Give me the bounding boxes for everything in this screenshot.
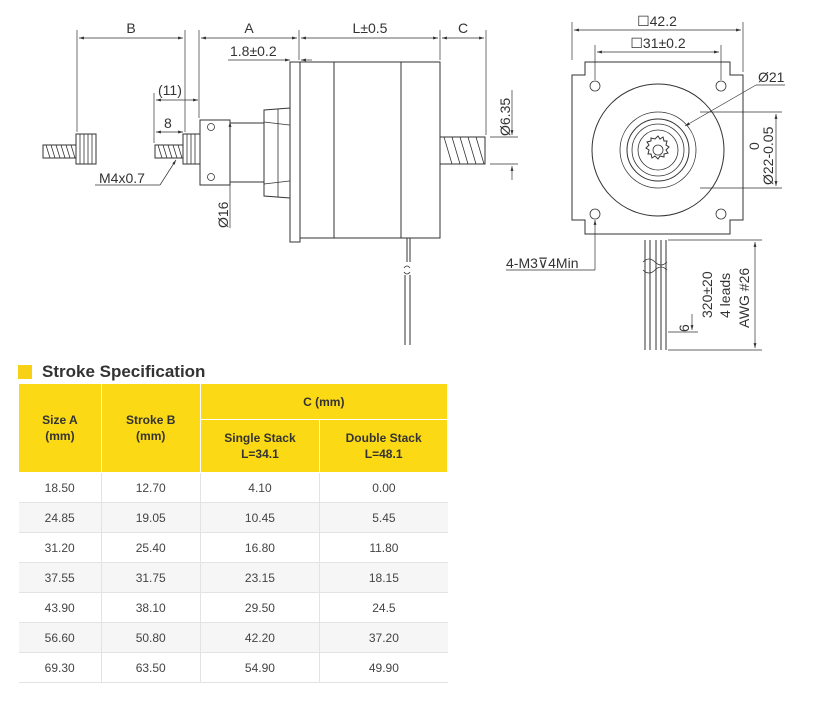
label-c: C — [458, 20, 468, 36]
mount-hole — [715, 208, 727, 220]
motor-body — [299, 61, 441, 239]
cell-double-stack: 5.45 — [319, 502, 448, 533]
label-l: L±0.5 — [353, 20, 388, 36]
cell-single-stack: 23.15 — [199, 562, 320, 593]
label-6-35: Ø6.35 — [497, 98, 513, 136]
section-title: Stroke Specification — [18, 361, 205, 383]
header-stroke-b: Stroke B(mm) — [100, 383, 201, 473]
cell-size-a: 18.50 — [18, 472, 102, 503]
header-c: C (mm) — [199, 383, 449, 420]
cell-stroke-b: 50.80 — [100, 622, 201, 653]
label-11: (11) — [158, 82, 182, 98]
cell-size-a: 24.85 — [18, 502, 102, 533]
label-m4: M4x0.7 — [99, 170, 145, 186]
label-awg: AWG #26 — [736, 268, 752, 328]
label-42-2: ☐42.2 — [637, 13, 677, 29]
cell-size-a: 31.20 — [18, 532, 102, 563]
label-0: 0 — [746, 142, 762, 150]
cell-double-stack: 11.80 — [319, 532, 448, 563]
mounted-screw — [154, 133, 202, 165]
stroke-spec-table: Size A(mm) Stroke B(mm) C (mm) Single St… — [18, 383, 449, 683]
title-marker-icon — [18, 365, 32, 379]
label-320: 320±20 — [699, 271, 715, 318]
mount-hole — [589, 208, 601, 220]
front-view: ☐42.2 ☐31±0.2 Ø21 Ø22-0.05 0 4-M3⊽4Min 3… — [506, 13, 785, 351]
flange — [571, 61, 744, 235]
label-a: A — [244, 20, 254, 36]
coupling — [199, 119, 231, 186]
cell-size-a: 56.60 — [18, 622, 102, 653]
label-21: Ø21 — [758, 69, 785, 85]
cell-single-stack: 16.80 — [199, 532, 320, 563]
cell-double-stack: 18.15 — [319, 562, 448, 593]
table-row: 69.30 63.50 54.90 49.90 — [18, 652, 448, 683]
label-6: 6 — [676, 324, 692, 332]
table-row: 43.90 38.10 29.50 24.5 — [18, 592, 448, 623]
cell-double-stack: 37.20 — [319, 622, 448, 653]
label-8: 8 — [164, 115, 172, 131]
mount-hole — [589, 80, 601, 92]
table-row: 31.20 25.40 16.80 11.80 — [18, 532, 448, 563]
label-16: Ø16 — [215, 201, 231, 228]
label-22: Ø22-0.05 — [760, 126, 776, 185]
label-m3: 4-M3⊽4Min — [506, 255, 579, 271]
side-view: B A L±0.5 C 1.8±0.2 (11) 8 M4x0.7 Ø16 Ø6… — [42, 20, 518, 345]
mount-hole — [715, 80, 727, 92]
section-title-text: Stroke Specification — [42, 362, 206, 381]
cell-single-stack: 42.20 — [199, 622, 320, 653]
cell-stroke-b: 12.70 — [100, 472, 201, 503]
cell-stroke-b: 19.05 — [100, 502, 201, 533]
cell-single-stack: 10.45 — [199, 502, 320, 533]
table-row: 37.55 31.75 23.15 18.15 — [18, 562, 448, 593]
label-31: ☐31±0.2 — [630, 35, 685, 51]
cell-stroke-b: 38.10 — [100, 592, 201, 623]
cell-stroke-b: 25.40 — [100, 532, 201, 563]
cell-double-stack: 49.90 — [319, 652, 448, 683]
cell-size-a: 69.30 — [18, 652, 102, 683]
cell-double-stack: 0.00 — [319, 472, 448, 503]
cell-single-stack: 54.90 — [199, 652, 320, 683]
label-b: B — [126, 20, 135, 36]
cell-stroke-b: 63.50 — [100, 652, 201, 683]
cell-size-a: 43.90 — [18, 592, 102, 623]
table-row: 18.50 12.70 4.10 0.00 — [18, 472, 448, 503]
gear — [645, 135, 670, 160]
cell-single-stack: 29.50 — [199, 592, 320, 623]
label-leads: 4 leads — [717, 273, 733, 318]
technical-drawing: B A L±0.5 C 1.8±0.2 (11) 8 M4x0.7 Ø16 Ø6… — [42, 13, 785, 351]
rear-screw — [439, 136, 486, 165]
cell-double-stack: 24.5 — [319, 592, 448, 623]
label-1-8: 1.8±0.2 — [230, 43, 277, 59]
cell-single-stack: 4.10 — [199, 472, 320, 503]
lead-wires — [642, 240, 668, 350]
table-row: 56.60 50.80 42.20 37.20 — [18, 622, 448, 653]
loose-screw — [42, 133, 97, 165]
cell-size-a: 37.55 — [18, 562, 102, 593]
header-size-a: Size A(mm) — [18, 383, 102, 473]
table-row: 24.85 19.05 10.45 5.45 — [18, 502, 448, 533]
cell-stroke-b: 31.75 — [100, 562, 201, 593]
